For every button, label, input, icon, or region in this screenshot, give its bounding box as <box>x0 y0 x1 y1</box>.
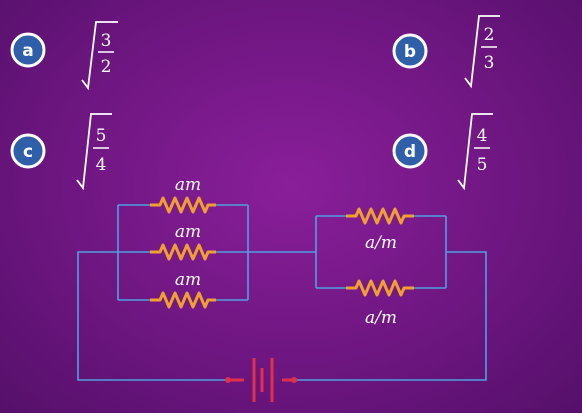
battery-terminal-right <box>291 377 297 383</box>
label-left-middle: am <box>175 222 201 242</box>
option-a-letter: a <box>22 41 33 61</box>
option-d-numerator: 4 <box>477 126 488 146</box>
resistor-right-bottom <box>346 279 414 297</box>
outer-loop-left <box>77 251 244 381</box>
option-a-denominator: 2 <box>101 57 112 77</box>
option-a-sqrt-sign <box>81 21 118 91</box>
option-a-numerator: 3 <box>101 31 112 51</box>
option-c-numerator: 5 <box>96 126 107 146</box>
label-left-top: am <box>175 175 201 195</box>
option-b-numerator: 2 <box>484 25 495 45</box>
label-left-bottom: am <box>175 270 201 290</box>
battery-terminal-left <box>225 377 231 383</box>
option-c[interactable]: c 5 4 <box>10 113 112 191</box>
option-a[interactable]: a 3 2 <box>10 21 118 91</box>
resistors <box>150 196 414 309</box>
option-c-badge <box>10 133 46 169</box>
option-b-sqrt-sign <box>464 15 500 89</box>
battery <box>225 358 297 402</box>
option-c-letter: c <box>23 142 33 162</box>
option-c-sqrt-sign <box>76 113 112 191</box>
label-right-bottom: a/m <box>365 308 397 328</box>
option-d-sqrt-sign <box>457 113 493 191</box>
option-b-denominator: 3 <box>484 53 495 73</box>
option-c-denominator: 4 <box>96 155 107 175</box>
option-d-badge <box>392 133 428 169</box>
option-d[interactable]: d 4 5 <box>392 113 493 191</box>
resistor-left-middle <box>150 243 216 261</box>
outer-loop-right <box>282 251 487 381</box>
resistor-left-top <box>150 196 216 214</box>
option-b-badge <box>392 33 428 69</box>
option-d-denominator: 5 <box>477 155 488 175</box>
label-right-top: a/m <box>365 233 397 253</box>
option-b[interactable]: b 2 3 <box>392 15 500 89</box>
option-a-badge <box>10 32 46 68</box>
resistor-right-top <box>346 207 414 225</box>
option-b-letter: b <box>404 42 416 62</box>
circuit-wires <box>77 204 487 381</box>
resistor-left-bottom <box>150 291 216 309</box>
option-d-letter: d <box>404 142 416 162</box>
